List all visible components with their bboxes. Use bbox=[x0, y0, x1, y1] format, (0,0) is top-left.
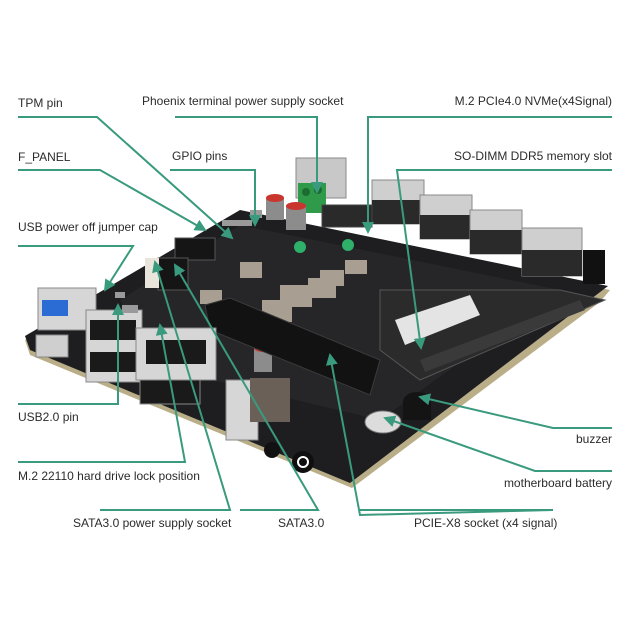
label-usb2-pin: USB2.0 pin bbox=[18, 410, 79, 424]
label-f-panel: F_PANEL bbox=[18, 150, 71, 164]
label-usb-jumper: USB power off jumper cap bbox=[18, 220, 158, 234]
label-phoenix-terminal: Phoenix terminal power supply socket bbox=[142, 94, 344, 108]
motherboard-battery bbox=[364, 410, 402, 434]
m2-slot bbox=[321, 204, 373, 228]
label-battery: motherboard battery bbox=[503, 476, 612, 490]
label-pcie: PCIE-X8 socket (x4 signal) bbox=[414, 516, 558, 530]
label-sata-power: SATA3.0 power supply socket bbox=[73, 516, 232, 530]
label-m2-nvme: M.2 PCIe4.0 NVMe(x4Signal) bbox=[454, 94, 612, 108]
label-gpio-pins: GPIO pins bbox=[172, 149, 228, 163]
label-m2-lock: M.2 22110 hard drive lock position bbox=[18, 469, 200, 483]
sata-connector bbox=[174, 237, 216, 261]
label-buzzer: buzzer bbox=[575, 432, 612, 446]
label-sata: SATA3.0 bbox=[278, 516, 325, 530]
label-sodimm: SO-DIMM DDR5 memory slot bbox=[453, 149, 612, 163]
label-tpm-pin: TPM pin bbox=[18, 96, 63, 110]
